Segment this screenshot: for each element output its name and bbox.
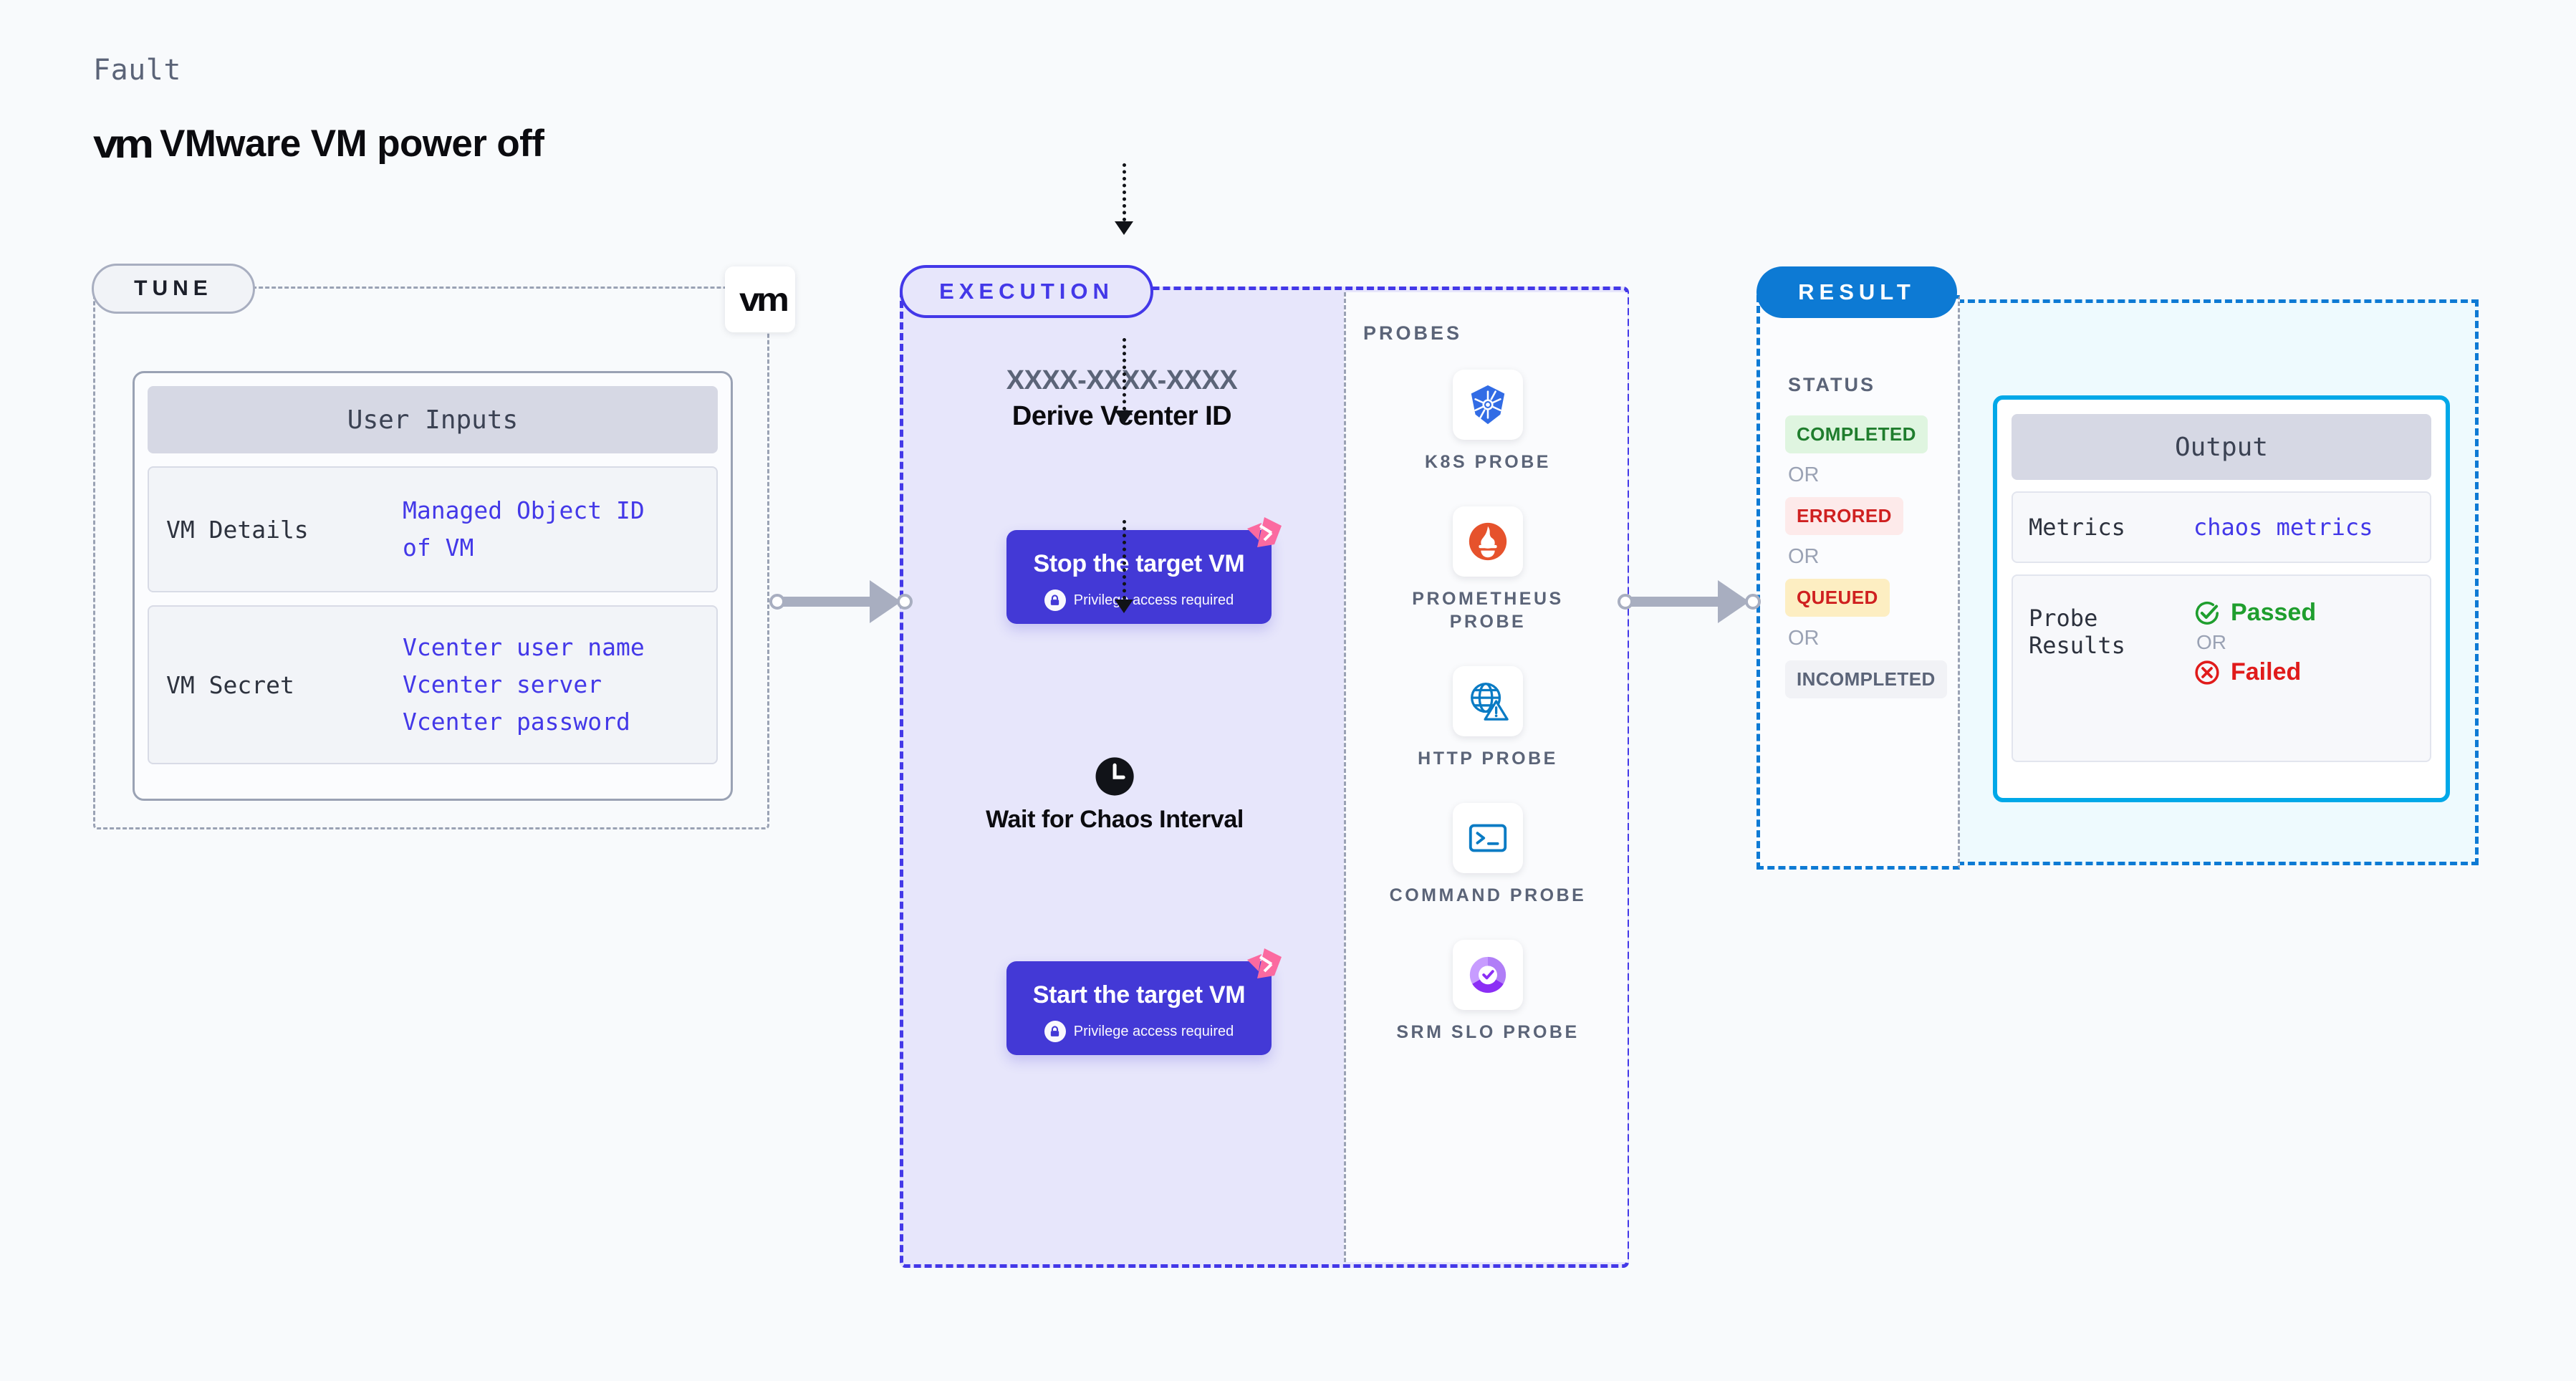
- privilege-text: Privilege access required: [1073, 1023, 1234, 1039]
- connector-start-dot: [769, 594, 785, 610]
- kubernetes-icon: [1453, 370, 1523, 440]
- output-label: Metrics: [2029, 513, 2125, 541]
- input-value: of VM: [403, 534, 474, 562]
- status-badge-errored: ERRORED: [1785, 497, 1903, 535]
- input-row-vm-details[interactable]: VM Details Managed Object ID of VM: [148, 466, 718, 592]
- clock-icon: [1095, 757, 1134, 796]
- terminal-icon: [1453, 803, 1523, 873]
- privilege-note: Privilege access required: [1044, 1021, 1234, 1042]
- srm-slo-icon: [1453, 940, 1523, 1011]
- wait-for-chaos-interval: Wait for Chaos Interval: [986, 756, 1244, 833]
- vmware-logo-icon: vm: [739, 281, 789, 318]
- flow-arrow-icon: [1115, 338, 1133, 424]
- flow-arrow-icon: [1115, 520, 1133, 613]
- verdict-failed: Failed: [2193, 658, 2316, 686]
- connector-arrowhead-icon: [870, 580, 901, 623]
- step-title: Stop the target VM: [1033, 550, 1245, 577]
- connector-start-dot: [1618, 594, 1633, 610]
- probe-item-srm-slo[interactable]: SRM SLO PROBE: [1380, 940, 1595, 1044]
- connector-arrowhead-icon: [1718, 580, 1749, 623]
- page-title-row: vm VMware VM power off: [93, 120, 544, 167]
- probes-title: PROBES: [1363, 322, 1463, 344]
- tune-region: [93, 287, 769, 829]
- or-separator: OR: [1788, 545, 1820, 568]
- vmware-logo-badge: vm: [725, 266, 795, 332]
- input-value: Vcenter user name: [403, 633, 645, 662]
- input-value: Vcenter password: [403, 707, 630, 736]
- or-separator: OR: [2196, 631, 2226, 653]
- output-row-probe-results[interactable]: Probe Results Passed OR Failed: [2012, 574, 2431, 762]
- lock-icon: [1044, 1021, 1066, 1042]
- probes-panel: PROBES K8S PR: [1344, 292, 1628, 1262]
- input-row-vm-secret[interactable]: VM Secret Vcenter user name Vcenter serv…: [148, 605, 718, 764]
- probe-label: COMMAND PROBE: [1389, 885, 1587, 905]
- connector-line: [1630, 597, 1724, 607]
- user-inputs-title: User Inputs: [148, 386, 718, 453]
- check-circle-icon: [2195, 601, 2219, 625]
- verdict-label: Failed: [2231, 658, 2302, 685]
- or-separator: OR: [1788, 463, 1820, 486]
- output-title: Output: [2012, 414, 2431, 480]
- page-kicker: Fault: [93, 54, 181, 87]
- output-card: Output Metrics chaos metrics Probe Resul…: [1993, 395, 2450, 802]
- or-separator: OR: [1788, 627, 1820, 650]
- connector-execution-to-result: [1618, 580, 1761, 623]
- litmus-ribbon-icon: [1247, 517, 1282, 547]
- prometheus-icon: [1453, 506, 1523, 577]
- input-value: Vcenter server: [403, 670, 602, 699]
- output-label: Probe Results: [2029, 605, 2125, 660]
- user-inputs-card: User Inputs VM Details Managed Object ID…: [133, 371, 733, 801]
- output-row-metrics[interactable]: Metrics chaos metrics: [2012, 491, 2431, 563]
- status-badge-queued: QUEUED: [1785, 579, 1890, 617]
- input-values: Vcenter user name Vcenter server Vcenter…: [403, 634, 645, 736]
- verdict-passed: Passed: [2193, 599, 2316, 627]
- input-value: Managed Object ID: [403, 496, 645, 525]
- connector-end-dot: [1745, 594, 1761, 610]
- http-globe-warning-icon: [1453, 665, 1523, 736]
- tune-badge[interactable]: TUNE: [92, 264, 255, 314]
- input-values: Managed Object ID of VM: [403, 497, 645, 562]
- status-badge-completed: COMPLETED: [1785, 415, 1928, 453]
- flow-arrow-icon: [1115, 163, 1133, 235]
- probe-label: PROMETHEUS PROBE: [1412, 589, 1564, 632]
- output-value: chaos metrics: [2193, 514, 2373, 541]
- probe-label: SRM SLO PROBE: [1396, 1022, 1580, 1043]
- privilege-note: Privilege access required: [1044, 590, 1234, 611]
- probe-item-prometheus[interactable]: PROMETHEUS PROBE: [1380, 506, 1595, 633]
- connector-end-dot: [897, 594, 913, 610]
- input-label: VM Details: [166, 515, 309, 544]
- wait-label: Wait for Chaos Interval: [986, 806, 1244, 833]
- status-badge-incompleted: INCOMPLETED: [1785, 660, 1947, 698]
- input-label: VM Secret: [166, 670, 294, 699]
- status-title: STATUS: [1788, 374, 1875, 395]
- probe-label: HTTP PROBE: [1418, 748, 1558, 769]
- derive-vcenter-id-value: XXXX-XXXX-XXXX: [1006, 365, 1238, 395]
- execution-step-stop-vm[interactable]: Stop the target VM Privilege access requ…: [1006, 517, 1282, 624]
- execution-badge[interactable]: EXECUTION: [900, 265, 1153, 318]
- page-title: VMware VM power off: [159, 122, 544, 165]
- vmware-logo-icon: vm: [93, 121, 154, 166]
- lock-icon: [1044, 590, 1066, 611]
- privilege-text: Privilege access required: [1073, 592, 1234, 608]
- execution-step-start-vm[interactable]: Start the target VM Privilege access req…: [1006, 948, 1282, 1055]
- connector-line: [782, 597, 875, 607]
- probes-list: K8S PROBE PROMETHEUS PROBE: [1346, 370, 1630, 1044]
- connector-tune-to-execution: [769, 580, 913, 623]
- verdict-list: Passed OR Failed: [2193, 589, 2316, 686]
- step-title: Start the target VM: [1032, 981, 1246, 1009]
- probe-item-k8s[interactable]: K8S PROBE: [1380, 370, 1595, 473]
- probe-item-command[interactable]: COMMAND PROBE: [1380, 803, 1595, 907]
- probe-item-http[interactable]: HTTP PROBE: [1380, 665, 1595, 770]
- probe-label: K8S PROBE: [1425, 452, 1551, 472]
- verdict-label: Passed: [2231, 599, 2317, 626]
- result-badge[interactable]: RESULT: [1756, 266, 1957, 318]
- litmus-ribbon-icon: [1247, 948, 1282, 978]
- status-list: COMPLETED OR ERRORED OR QUEUED OR INCOMP…: [1785, 415, 1950, 698]
- x-circle-icon: [2195, 660, 2219, 685]
